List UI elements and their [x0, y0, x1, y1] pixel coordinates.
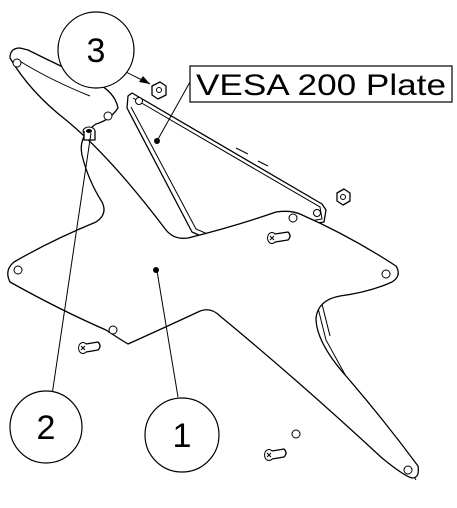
plate-hole: [103, 111, 113, 121]
plate-hole: [12, 58, 22, 68]
leader-line-plate: [156, 81, 191, 142]
callout-number-1: 1: [173, 417, 192, 455]
callout-number-2: 2: [37, 409, 56, 447]
nut: [151, 81, 167, 100]
plate-center-mark: [153, 267, 159, 273]
nut: [336, 188, 351, 206]
plate-hole: [381, 269, 391, 279]
callout-balloon-1: 1: [144, 397, 220, 473]
plate-label: VESA 200 Plate: [189, 65, 453, 103]
plate-hole: [13, 265, 23, 275]
screw: [78, 341, 101, 354]
callout-balloon-2: 2: [9, 390, 83, 464]
plate-hole: [108, 325, 118, 335]
leader-line-2: [51, 132, 92, 396]
screw: [264, 448, 287, 461]
vesa-plate-hole: [135, 97, 143, 105]
plate-hole: [291, 429, 301, 439]
screw: [82, 126, 96, 141]
leader-line-1: [156, 270, 179, 398]
callout-balloon-3: 3: [57, 11, 135, 89]
leader-arrow-3: [139, 76, 150, 84]
vesa-plate-hole: [313, 209, 321, 217]
callout-number-3: 3: [87, 32, 106, 70]
plate-label-text: VESA 200 Plate: [196, 69, 446, 102]
main-plate: [7, 47, 420, 479]
plate-hole: [288, 213, 298, 223]
plate-hole: [403, 465, 413, 475]
screw: [267, 231, 291, 244]
